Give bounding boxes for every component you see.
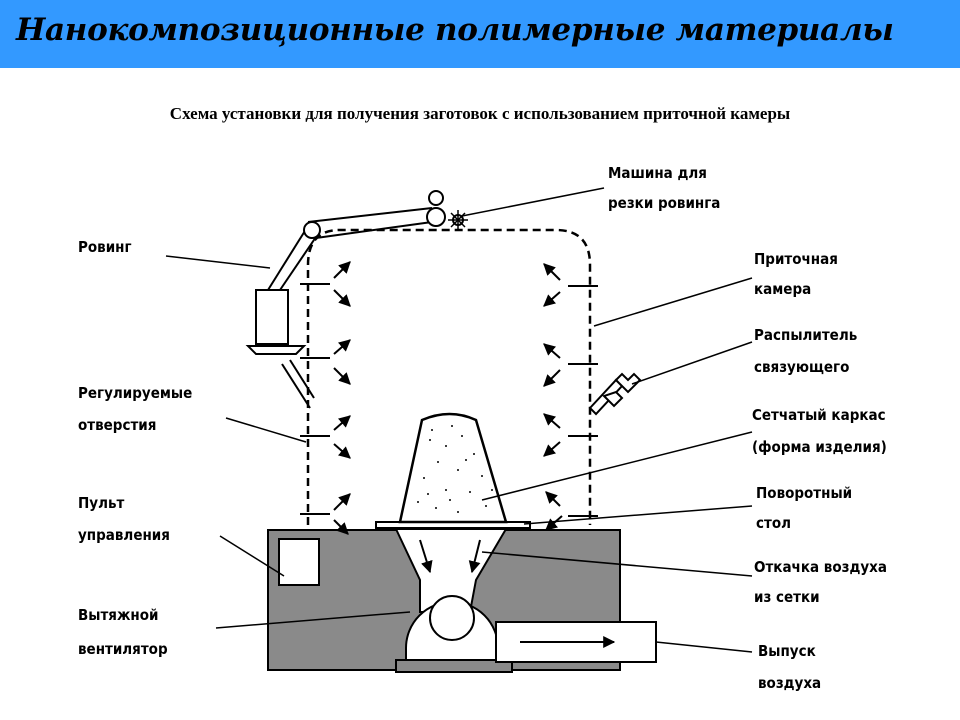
label-roving: Ровинг [78, 238, 132, 256]
binder-sprayer [588, 372, 642, 416]
label-mesh: Сетчатый каркас(форма изделия) [752, 406, 887, 456]
adjustable-holes [300, 283, 598, 517]
header-bar: Нанокомпозиционные полимерные материалы [0, 0, 960, 68]
page-title: Нанокомпозиционные полимерные материалы [16, 12, 894, 48]
mesh-frame [398, 412, 508, 524]
diagram-subtitle: Схема установки для получения заготовок … [169, 104, 791, 123]
supply-chamber [306, 228, 592, 525]
roving-feeder [245, 207, 433, 409]
roving-cutter [426, 190, 468, 230]
air-outlet [495, 621, 657, 663]
airflow-arrows [333, 261, 563, 535]
control-panel [278, 538, 320, 586]
leader-lines [165, 187, 753, 653]
